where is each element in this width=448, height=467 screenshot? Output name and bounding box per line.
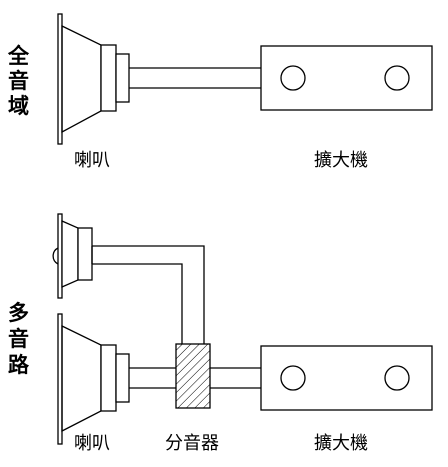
full-range-amplifier-label: 擴大機 xyxy=(314,150,368,171)
full-range-cable xyxy=(129,67,261,89)
multi-way-label-char-1: 多 xyxy=(8,301,29,325)
full-range-speaker-label: 喇叭 xyxy=(74,150,110,171)
tweeter-cable xyxy=(92,245,205,344)
multi-way-amplifier-icon xyxy=(260,345,433,411)
crossover-icon xyxy=(175,343,211,409)
full-range-label-char-1: 全 xyxy=(7,44,30,68)
multi-way-section xyxy=(52,213,433,445)
full-range-section xyxy=(57,13,433,145)
crossover-label: 分音器 xyxy=(165,433,219,454)
full-range-label-char-2: 音 xyxy=(8,69,29,93)
woofer-icon xyxy=(57,313,130,445)
full-range-label-char-3: 域 xyxy=(8,94,29,118)
multi-way-speaker-label: 喇叭 xyxy=(74,433,110,454)
multi-way-label-char-3: 路 xyxy=(8,353,30,377)
woofer-cable xyxy=(129,367,261,389)
full-range-speaker-icon xyxy=(57,13,130,145)
tweeter-icon xyxy=(52,213,93,299)
multi-way-label-char-2: 音 xyxy=(8,327,29,351)
full-range-amplifier-icon xyxy=(260,45,433,111)
multi-way-amplifier-label: 擴大機 xyxy=(314,433,368,454)
